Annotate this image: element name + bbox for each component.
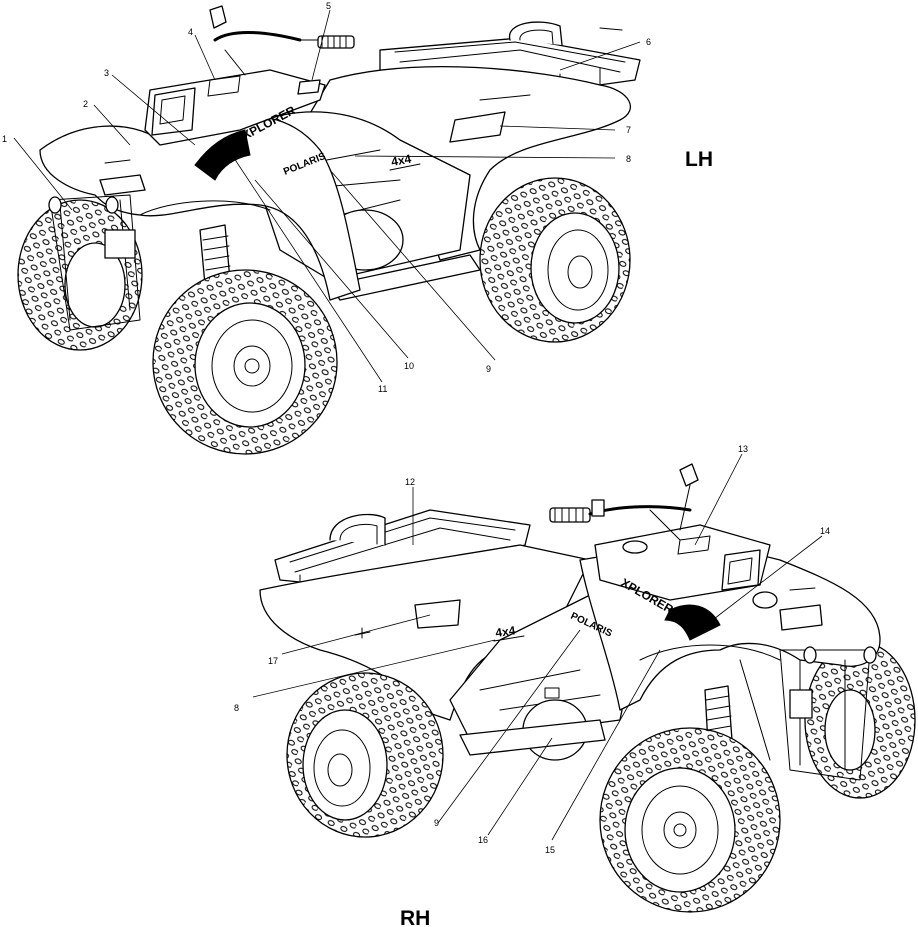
lh-leader-lines [13, 9, 641, 383]
lh-black-stripe [194, 129, 251, 181]
rh-leader-lines [252, 453, 823, 841]
callout-1: 1 [2, 134, 7, 144]
lh-rear-far-wheel [479, 177, 631, 343]
lh-view-label: LH [685, 148, 713, 171]
callout-14: 14 [820, 526, 830, 536]
callout-17: 17 [268, 656, 278, 666]
rh-atv-illustration: POLARIS XPLORER 4x4 12 13 14 15 16 17 8 … [234, 444, 916, 927]
callout-12: 12 [405, 477, 415, 487]
callout-15: 15 [545, 845, 555, 855]
callout-3: 3 [104, 68, 109, 78]
rh-front-far-wheel [804, 641, 916, 799]
rh-drive-decal: 4x4 [494, 623, 516, 640]
rh-rear-near-wheel [286, 672, 444, 838]
rh-black-stripe [664, 604, 721, 641]
callout-9-rh: 9 [434, 818, 439, 828]
rh-body-side [449, 589, 641, 761]
rh-front-near-wheel [599, 727, 781, 913]
callout-6: 6 [646, 37, 651, 47]
callout-13: 13 [738, 444, 748, 454]
callout-10: 10 [404, 361, 414, 371]
rh-view-label: RH [400, 907, 430, 927]
callout-9: 9 [486, 364, 491, 374]
lh-handlebar [209, 5, 355, 76]
rh-handlebar [549, 463, 699, 541]
callout-8-rh: 8 [234, 703, 239, 713]
callout-8: 8 [626, 154, 631, 164]
callout-5: 5 [326, 1, 331, 11]
lh-front-near-wheel [152, 269, 338, 455]
callout-4: 4 [188, 27, 193, 37]
lh-atv-illustration: POLARIS XPLORER 4x4 1 2 3 4 5 6 7 8 9 10… [2, 1, 713, 455]
lh-rear-fender [299, 66, 632, 261]
lh-front-bumper [48, 194, 141, 331]
callout-16: 16 [478, 835, 488, 845]
callout-7: 7 [626, 125, 631, 135]
callout-2: 2 [83, 99, 88, 109]
lh-front-console [144, 69, 326, 146]
rh-front-console [594, 524, 778, 609]
lh-suspension [199, 224, 231, 286]
callout-11: 11 [378, 384, 387, 394]
rh-front-bumper [779, 646, 877, 781]
lh-front-far-wheel [17, 199, 143, 351]
rh-suspension [704, 659, 771, 761]
